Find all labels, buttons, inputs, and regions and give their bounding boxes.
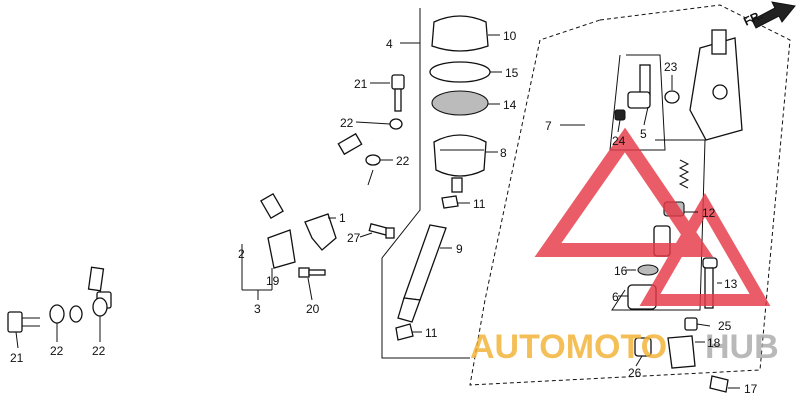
diaphragm-14 [431, 90, 489, 116]
label-3: 3 [254, 302, 261, 316]
label-22-lower-b: 22 [92, 344, 106, 358]
label-11-upper: 11 [473, 197, 486, 211]
front-direction-arrow-icon: FR. [741, 1, 796, 29]
label-22-mid: 22 [396, 154, 410, 168]
label-14: 14 [503, 98, 517, 112]
label-23: 23 [664, 60, 678, 74]
label-6: 6 [612, 290, 619, 304]
label-25: 25 [718, 319, 732, 333]
label-22-upper: 22 [340, 116, 354, 130]
clevis-18 [667, 335, 696, 369]
label-21-upper: 21 [354, 77, 368, 91]
label-24: 24 [612, 134, 626, 148]
banjo-bolt-21-lower [7, 311, 40, 333]
label-9: 9 [456, 242, 463, 256]
hose-holder-19 [267, 229, 296, 269]
hose-clip-11-lower [395, 323, 414, 341]
hose-clamp-1 [304, 213, 337, 251]
label-20: 20 [306, 302, 320, 316]
bolt-20 [298, 267, 326, 278]
screw-27 [368, 222, 395, 239]
push-rod-13 [702, 257, 718, 309]
label-5: 5 [640, 127, 647, 141]
reservoir-8 [433, 134, 487, 193]
part-labels: 1 2 3 4 5 6 7 8 9 10 11 11 12 13 14 15 1… [10, 29, 758, 396]
label-27: 27 [347, 231, 361, 245]
master-cylinder-body [689, 29, 743, 141]
cap-plate-15 [429, 61, 491, 83]
assembly-outline-7 [469, 4, 791, 386]
assembly-outline-12 [611, 139, 706, 311]
assembly-outline-4 [381, 8, 470, 359]
banjo-bolt-21-upper [391, 74, 405, 112]
watermark-brand-a: AUTOMOTO [470, 328, 667, 366]
reservoir-cap-10 [431, 15, 489, 52]
label-22-lower-a: 22 [50, 344, 64, 358]
watermark-brand-b: HUB [705, 328, 779, 366]
sealing-washer-22-a [49, 304, 65, 324]
cotter-pin-17 [709, 375, 729, 393]
label-10: 10 [503, 29, 517, 43]
label-19: 19 [266, 274, 280, 288]
pin-26 [634, 337, 652, 357]
seal-16 [637, 264, 659, 276]
nut-25 [684, 317, 698, 331]
label-11-lower: 11 [425, 326, 438, 340]
leader-lines [15, 34, 740, 389]
label-18: 18 [707, 336, 721, 350]
label-15: 15 [505, 66, 519, 80]
label-4: 4 [386, 37, 393, 51]
label-2: 2 [238, 247, 245, 261]
sealing-washer-22-mid [365, 154, 381, 166]
label-16: 16 [614, 264, 628, 278]
sealing-washer-22-b [69, 305, 83, 323]
label-7: 7 [545, 119, 552, 133]
label-21-lower: 21 [10, 351, 24, 365]
label-12: 12 [702, 206, 716, 220]
hose-joint-5 [627, 64, 651, 109]
label-17: 17 [744, 382, 758, 396]
label-13: 13 [724, 277, 738, 291]
watermark-logo: AUTOMOTO HUB [470, 127, 779, 366]
label-26: 26 [628, 366, 642, 380]
hose-clip-11-upper [441, 195, 459, 209]
label-8: 8 [500, 146, 507, 160]
screw-24 [614, 109, 626, 121]
sealing-washer-22-upper [389, 118, 403, 130]
reservoir-hose-9 [397, 224, 447, 323]
o-ring-23 [664, 90, 680, 104]
assembly-outline-5 [609, 54, 666, 151]
sealing-washer-22-c [92, 297, 108, 317]
label-1: 1 [339, 211, 346, 225]
